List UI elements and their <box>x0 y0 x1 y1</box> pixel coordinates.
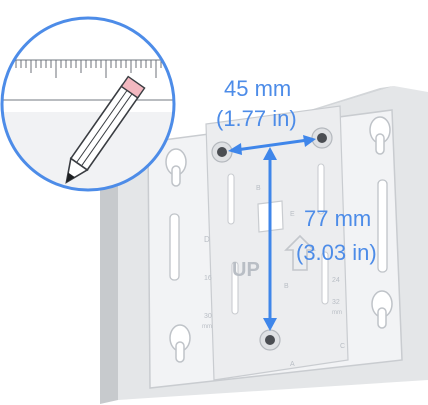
vertical-dimension-value: 77 mm <box>304 206 371 231</box>
bracket-mark: 32 <box>332 299 340 306</box>
bracket-mark: A <box>290 361 295 368</box>
keyhole-slot <box>371 290 393 329</box>
keyhole-slot <box>369 116 391 155</box>
bracket-mark: 30 <box>204 313 212 320</box>
horizontal-dimension-arrow <box>228 135 316 155</box>
bracket-mark: 24 <box>332 277 340 284</box>
bracket-mark: 16 <box>204 275 212 282</box>
magnifier-inset <box>0 16 176 192</box>
bracket-mark: B <box>284 283 289 290</box>
bracket-mark: B <box>256 185 261 192</box>
ruler-icon <box>2 59 174 101</box>
bracket-mark: mm <box>332 310 342 316</box>
screw-hole <box>311 127 333 149</box>
mounting-slot <box>377 179 388 273</box>
mounting-slot <box>317 163 325 215</box>
mounting-slot <box>321 251 329 305</box>
up-label: UP <box>232 259 260 281</box>
mounting-bracket: UP B E B A C D 16 30 mm 24 32 mm <box>147 105 403 389</box>
screw-hole <box>259 329 281 351</box>
up-arrow-icon <box>284 234 316 271</box>
bracket-mark: mm <box>202 324 212 330</box>
bracket-mark: E <box>290 211 295 218</box>
mounting-slot <box>227 173 235 225</box>
screw-hole <box>211 141 233 163</box>
horizontal-dimension-value: 45 mm <box>224 76 291 101</box>
keyhole-slot <box>169 324 191 363</box>
bracket-mark: D <box>204 235 210 244</box>
horizontal-dimension-imperial: (1.77 in) <box>216 106 297 131</box>
vertical-dimension-imperial: (3.03 in) <box>296 240 377 265</box>
pencil-icon <box>65 75 146 184</box>
mounting-slot <box>231 261 239 315</box>
mounting-slot <box>169 213 180 281</box>
bracket-mark: C <box>340 343 345 350</box>
vertical-dimension-arrow <box>263 147 277 331</box>
keyhole-slot <box>165 148 187 187</box>
